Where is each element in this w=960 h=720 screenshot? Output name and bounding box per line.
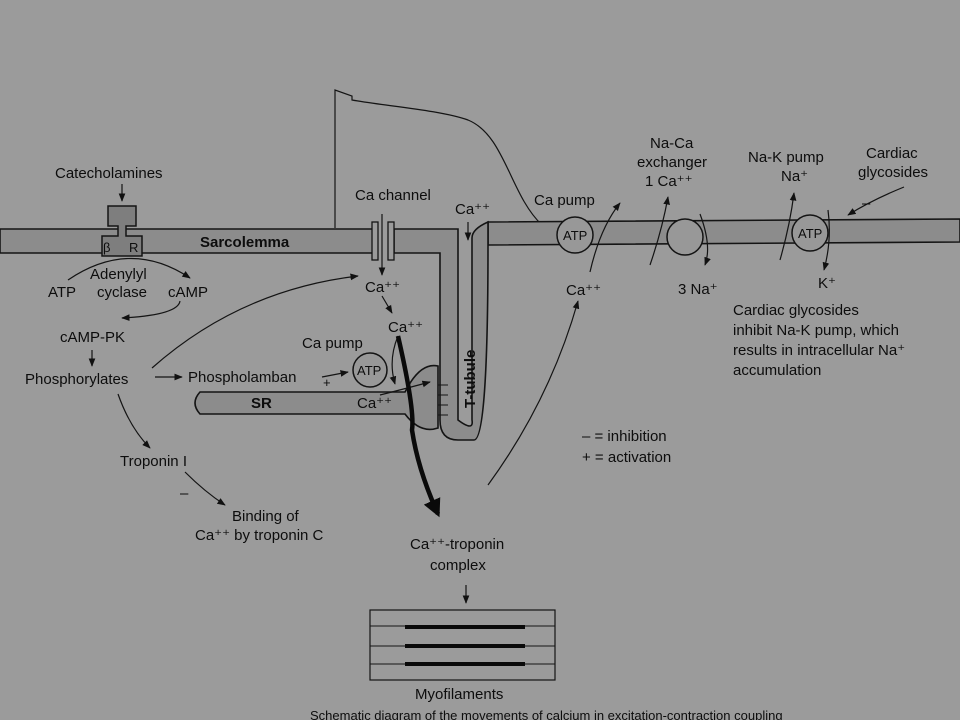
beta-receptor — [101, 205, 143, 257]
label-minus-glycosides: – — [862, 195, 871, 212]
label-atp-sr: ATP — [357, 363, 381, 378]
arrow-na-k-k-in — [822, 209, 830, 271]
label-r: R — [129, 240, 138, 255]
sarcolemma-band-left — [0, 228, 375, 254]
action-potential-curve — [334, 89, 543, 228]
label-note-1: Cardiac glycosides — [733, 302, 859, 319]
label-na3: 3 Na⁺ — [678, 281, 718, 298]
sr-body — [194, 364, 439, 431]
arrow-glycosides-inhibit — [847, 186, 905, 216]
label-nak-1: Na-K pump — [748, 149, 824, 166]
na-k-pump-circle — [791, 214, 829, 252]
label-atp-right: ATP — [563, 228, 587, 243]
label-plus-phospholamban: + — [323, 375, 331, 390]
arrow-pump-efflux — [589, 202, 621, 273]
arrow-phosphorylates-to-channel — [151, 273, 359, 369]
label-camp: cAMP — [168, 284, 208, 301]
figure-caption: Schematic diagram of the movements of ca… — [310, 708, 783, 720]
label-atp-left: ATP — [48, 284, 76, 301]
label-ca-sr: Ca⁺⁺ — [357, 395, 392, 412]
label-note-3: results in intracellular Na⁺ — [733, 342, 905, 359]
label-naca-2: exchanger — [637, 154, 707, 171]
label-sarcolemma: Sarcolemma — [200, 234, 290, 251]
label-atp-nak: ATP — [798, 226, 822, 241]
arrow-atp-to-camp — [67, 257, 191, 281]
label-naca-1: Na-Ca — [650, 135, 694, 152]
arrow-exchanger-ca-out — [649, 196, 670, 266]
label-binding-2: Ca⁺⁺ by troponin C — [195, 527, 324, 544]
arrow-phospholamban-to-pump — [321, 370, 349, 378]
label-note-4: accumulation — [733, 362, 821, 379]
arrow-exchanger-na-in — [699, 213, 711, 266]
arrow-cytosol-to-pump — [487, 300, 580, 486]
ca-channel-slot-right — [387, 221, 395, 261]
label-ca-top: Ca⁺⁺ — [455, 201, 490, 218]
label-ca-1: Ca⁺⁺ — [365, 279, 400, 296]
label-troponin-complex-2: complex — [430, 557, 486, 574]
label-k-ion: K⁺ — [818, 275, 836, 292]
label-binding-1: Binding of — [232, 508, 300, 525]
legend-inhibition: – = inhibition — [582, 428, 667, 445]
ca-channel-slot-left — [371, 221, 379, 261]
label-catecholamines: Catecholamines — [55, 165, 163, 182]
arrow-to-troponin-i — [117, 393, 151, 449]
label-troponin-complex-1: Ca⁺⁺-troponin — [410, 536, 504, 553]
label-phospholamban: Phospholamban — [188, 369, 296, 386]
na-ca-exchanger-circle — [666, 218, 704, 256]
label-troponin-i: Troponin I — [120, 453, 187, 470]
arrow-camp-to-camp-pk — [121, 300, 181, 321]
label-camp-pk: cAMP-PK — [60, 329, 125, 346]
sr-ca-pump-circle — [352, 352, 388, 388]
label-nak-2: Na⁺ — [781, 168, 808, 185]
label-minus-troponin: – — [180, 485, 189, 502]
legend-activation: + = activation — [582, 449, 671, 466]
label-ca-2: Ca⁺⁺ — [388, 319, 423, 336]
arrow-ca-release — [389, 335, 399, 385]
label-beta: β — [103, 240, 110, 255]
label-t-tubule: T-tubule — [462, 350, 479, 408]
sarcolemma-ca-pump-circle — [556, 216, 594, 254]
label-myofilaments: Myofilaments — [415, 686, 503, 703]
arrow-sr-reuptake — [379, 380, 431, 396]
label-ca-right: Ca⁺⁺ — [566, 282, 601, 299]
arrow-ca-to-ca — [381, 295, 393, 314]
label-ca-channel: Ca channel — [355, 187, 431, 204]
label-adenylyl-2: cyclase — [97, 284, 147, 301]
t-tubule-body — [393, 220, 489, 441]
label-phosphorylates: Phosphorylates — [25, 371, 128, 388]
label-ca-pump-right: Ca pump — [534, 192, 595, 209]
label-ca-pump-sr: Ca pump — [302, 335, 363, 352]
arrow-troponin-i-to-binding — [184, 471, 226, 506]
label-sr: SR — [251, 395, 272, 412]
myofilaments-frame — [369, 609, 556, 681]
label-adenylyl-1: Adenylyl — [90, 266, 147, 283]
label-glyco-2: glycosides — [858, 164, 928, 181]
label-glyco-1: Cardiac — [866, 145, 918, 162]
thick-ca-flux-arrow — [395, 335, 441, 518]
arrow-na-k-na-out — [779, 192, 797, 261]
label-naca-3: 1 Ca⁺⁺ — [645, 173, 693, 190]
label-note-2: inhibit Na-K pump, which — [733, 322, 899, 339]
